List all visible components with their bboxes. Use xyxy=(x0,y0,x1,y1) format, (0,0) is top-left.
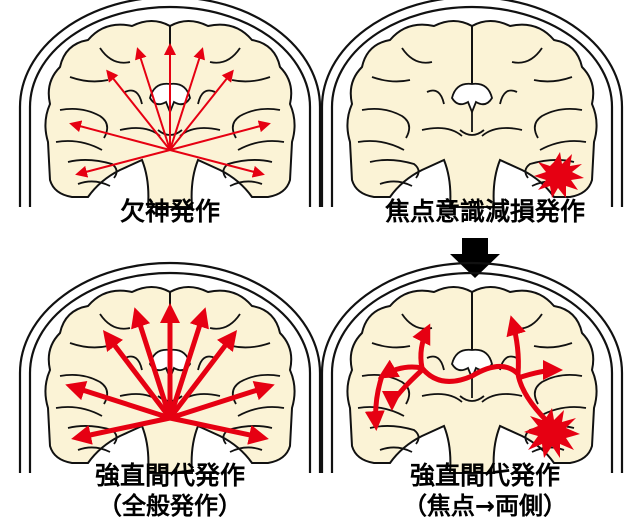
caption-focal-to-bilateral-subtitle: （焦点→両側） xyxy=(350,491,620,521)
caption-focal-impaired-awareness: 焦点意識減損発作 xyxy=(350,197,620,227)
brain-focal-to-bilateral xyxy=(322,263,622,473)
brain-generalized xyxy=(20,263,320,473)
caption-absence-seizure: 欠神発作 xyxy=(60,197,280,227)
caption-generalized-title: 強直間代発作 xyxy=(45,461,295,491)
brain-absence xyxy=(20,0,320,207)
caption-focal-to-bilateral-title: 強直間代発作 xyxy=(350,461,620,491)
brain-focal xyxy=(322,0,622,207)
caption-generalized-subtitle: （全般発作） xyxy=(45,491,295,521)
